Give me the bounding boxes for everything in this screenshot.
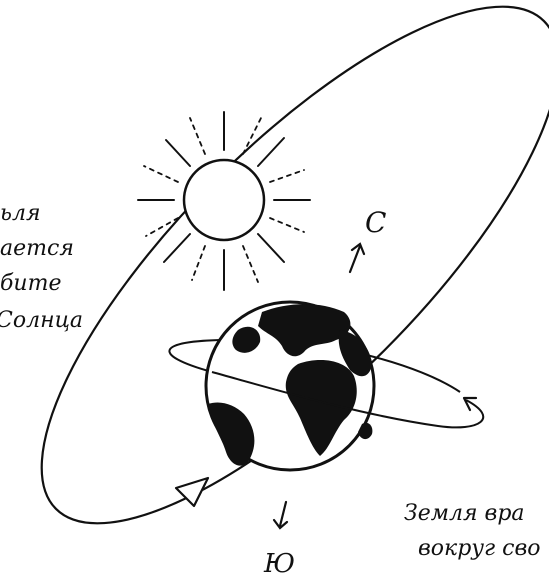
arrow-down-icon: [274, 502, 287, 528]
orbit-label-line4: Солнца: [0, 308, 83, 333]
rotation-label-line1: Земля вра: [404, 501, 525, 526]
earth-globe-icon: [206, 302, 374, 470]
arrow-up-icon: [350, 244, 364, 272]
sun-icon: [138, 112, 310, 290]
south-label: Ю: [263, 549, 295, 579]
rotation-label-line2: вокруг сво: [418, 536, 541, 561]
orbit-label-line1: ьля: [0, 201, 41, 226]
orbit-label-line2: ается: [0, 236, 74, 261]
north-label: С: [365, 206, 386, 239]
orbit-label-line3: бите: [0, 271, 61, 296]
